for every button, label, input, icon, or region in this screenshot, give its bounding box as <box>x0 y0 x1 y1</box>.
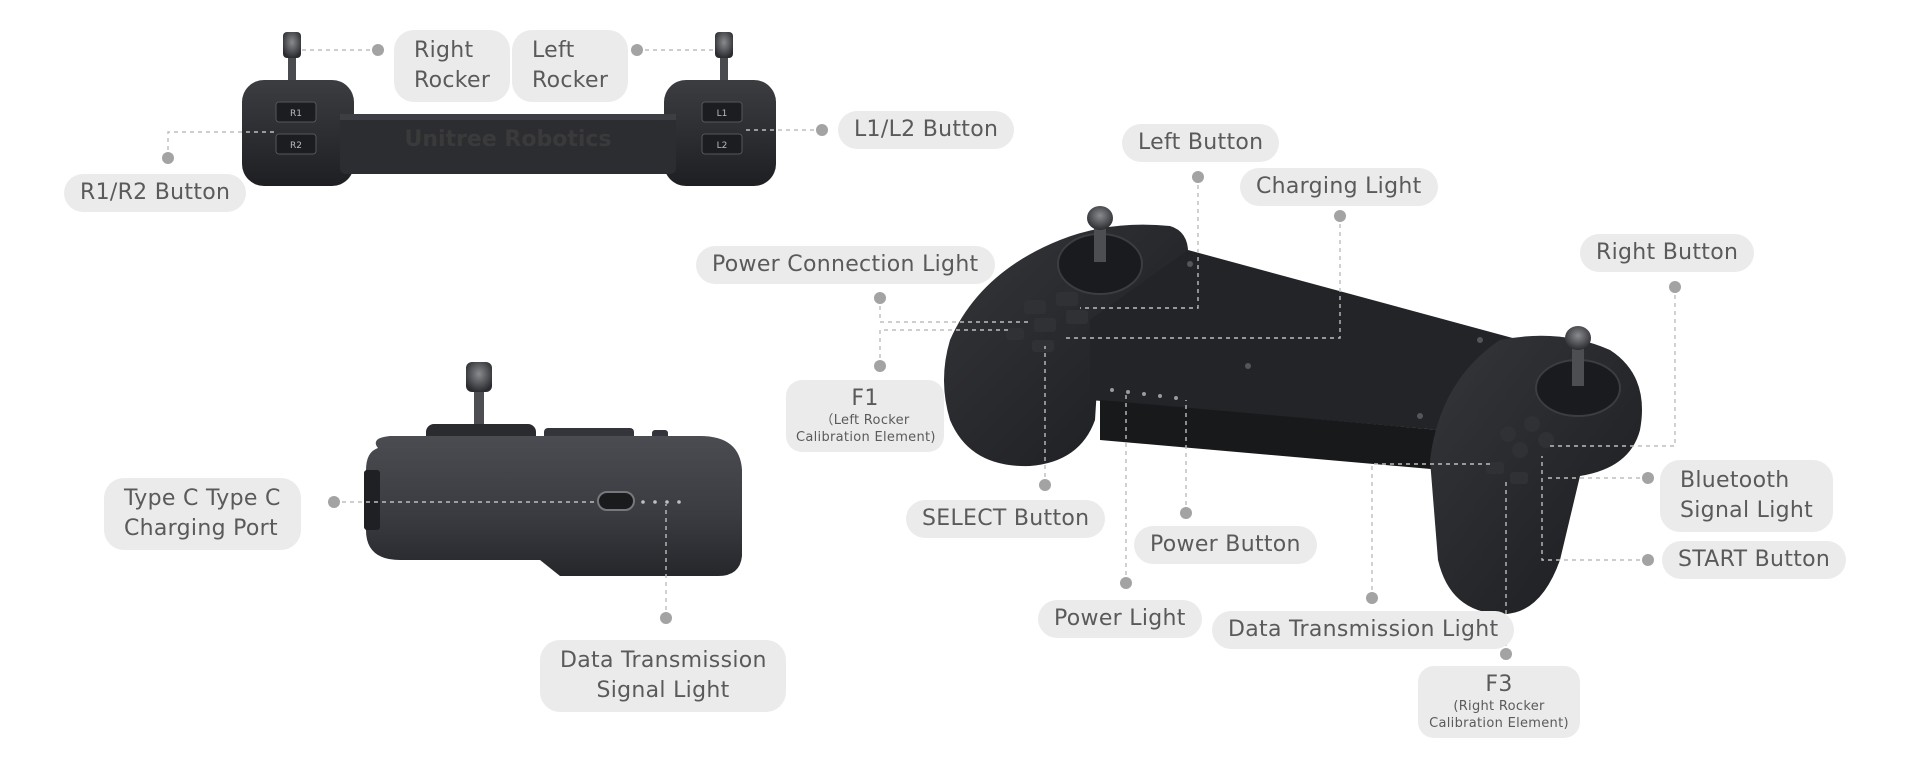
left-dpad-button-4[interactable] <box>1066 310 1088 324</box>
l1-l2-button-label: L1/L2 Button <box>838 111 1015 149</box>
f3-button[interactable] <box>1510 472 1528 484</box>
f3-title: F3 <box>1485 672 1513 697</box>
select-button-label: SELECT Button <box>906 500 1106 538</box>
main-center-body <box>1090 250 1520 430</box>
charging-light-dot <box>1334 210 1346 222</box>
f1-button[interactable] <box>1006 328 1024 340</box>
left-button-label: Left Button <box>1122 124 1280 162</box>
f3-dot <box>1500 648 1512 660</box>
left-dpad-button-1[interactable] <box>1024 300 1046 314</box>
left-rocker-dot <box>631 44 643 56</box>
data-transmission-signal-light-label: Data Transmission Signal Light <box>540 640 786 712</box>
l2-button[interactable] <box>701 133 743 155</box>
right-rocker-dot <box>372 44 384 56</box>
right-rocker-knob <box>283 32 301 58</box>
right-action-button-2[interactable] <box>1524 416 1540 432</box>
side-signal-light-4 <box>677 500 681 504</box>
side-view-body <box>366 436 742 576</box>
main-left-rocker-shaft <box>1094 226 1106 262</box>
start-button[interactable] <box>1486 462 1504 474</box>
power-button-dot <box>1180 507 1192 519</box>
data-transmission-signal-light-dot <box>660 612 672 624</box>
start-button-dot <box>1642 554 1654 566</box>
right-button-dot <box>1669 281 1681 293</box>
r1-r2-button-label: R1/R2 Button <box>64 174 247 212</box>
right-action-button-3[interactable] <box>1512 442 1528 458</box>
data-transmission-light-label: Data Transmission Light <box>1212 611 1515 649</box>
svg-text:R1: R1 <box>290 109 302 119</box>
charging-light-label: Charging Light <box>1240 168 1438 206</box>
top-view-left-grip <box>242 80 354 186</box>
main-right-rocker-knob[interactable] <box>1565 326 1591 350</box>
svg-text:L1: L1 <box>717 109 728 119</box>
svg-text:R2: R2 <box>290 141 302 151</box>
right-button-label: Right Button <box>1580 234 1755 272</box>
type-c-port-dot <box>328 496 340 508</box>
right-action-button-4[interactable] <box>1538 432 1554 448</box>
left-button-dot <box>1192 171 1204 183</box>
side-signal-light-1 <box>641 500 645 504</box>
side-view-controller <box>364 362 742 576</box>
side-signal-light-3 <box>665 500 669 504</box>
side-rocker-knob <box>466 362 492 392</box>
f3-label: F3 (Right Rocker Calibration Element) <box>1418 666 1580 738</box>
top-view-center-bar <box>340 114 676 174</box>
power-light-label: Power Light <box>1038 600 1202 638</box>
r1-button[interactable] <box>275 101 317 123</box>
leader-lines <box>162 44 1681 660</box>
power-light-dot <box>1120 577 1132 589</box>
brand-text: Unitree Robotics <box>404 127 611 152</box>
bluetooth-signal-light-label: Bluetooth Signal Light <box>1660 460 1834 532</box>
left-dpad-button-3[interactable] <box>1034 318 1056 332</box>
data-transmission-light-dot <box>1366 592 1378 604</box>
left-rocker-shaft <box>720 56 728 88</box>
l1-button[interactable] <box>701 101 743 123</box>
main-right-rocker-shaft <box>1572 346 1584 386</box>
main-view-controller <box>944 206 1642 615</box>
type-c-port-label: Type C Type C Charging Port <box>104 478 301 550</box>
f1-label: F1 （Left Rocker Calibration Element) <box>786 380 944 452</box>
left-dpad-button-2[interactable] <box>1056 292 1078 306</box>
right-rocker-label: Right Rocker <box>394 30 511 102</box>
side-rocker-shaft <box>474 388 484 430</box>
side-signal-light-2 <box>653 500 657 504</box>
power-connection-light-dot <box>874 292 886 304</box>
f1-dot <box>874 360 886 372</box>
main-left-rocker-knob[interactable] <box>1087 206 1113 230</box>
type-c-port[interactable] <box>597 491 635 511</box>
r1-r2-dot <box>162 152 174 164</box>
bluetooth-signal-light-dot <box>1642 472 1654 484</box>
right-action-button-1[interactable] <box>1500 426 1516 442</box>
left-rocker-label: Left Rocker <box>512 30 629 102</box>
left-rocker-knob <box>715 32 733 58</box>
svg-text:L2: L2 <box>717 141 728 151</box>
power-connection-light-label: Power Connection Light <box>696 246 995 284</box>
f1-title: F1 <box>851 386 879 411</box>
right-rocker-shaft <box>288 56 296 88</box>
power-light-indicator <box>1110 388 1114 392</box>
l1-l2-dot <box>816 124 828 136</box>
power-button-label: Power Button <box>1134 526 1317 564</box>
select-button-dot <box>1039 479 1051 491</box>
power-button-indicator <box>1174 396 1178 400</box>
top-view-controller: Unitree Robotics R1 R2 L1 L2 <box>242 32 776 186</box>
top-view-right-grip <box>664 80 776 186</box>
select-button[interactable] <box>1032 340 1054 352</box>
start-button-label: START Button <box>1662 541 1847 579</box>
r2-button[interactable] <box>275 133 317 155</box>
